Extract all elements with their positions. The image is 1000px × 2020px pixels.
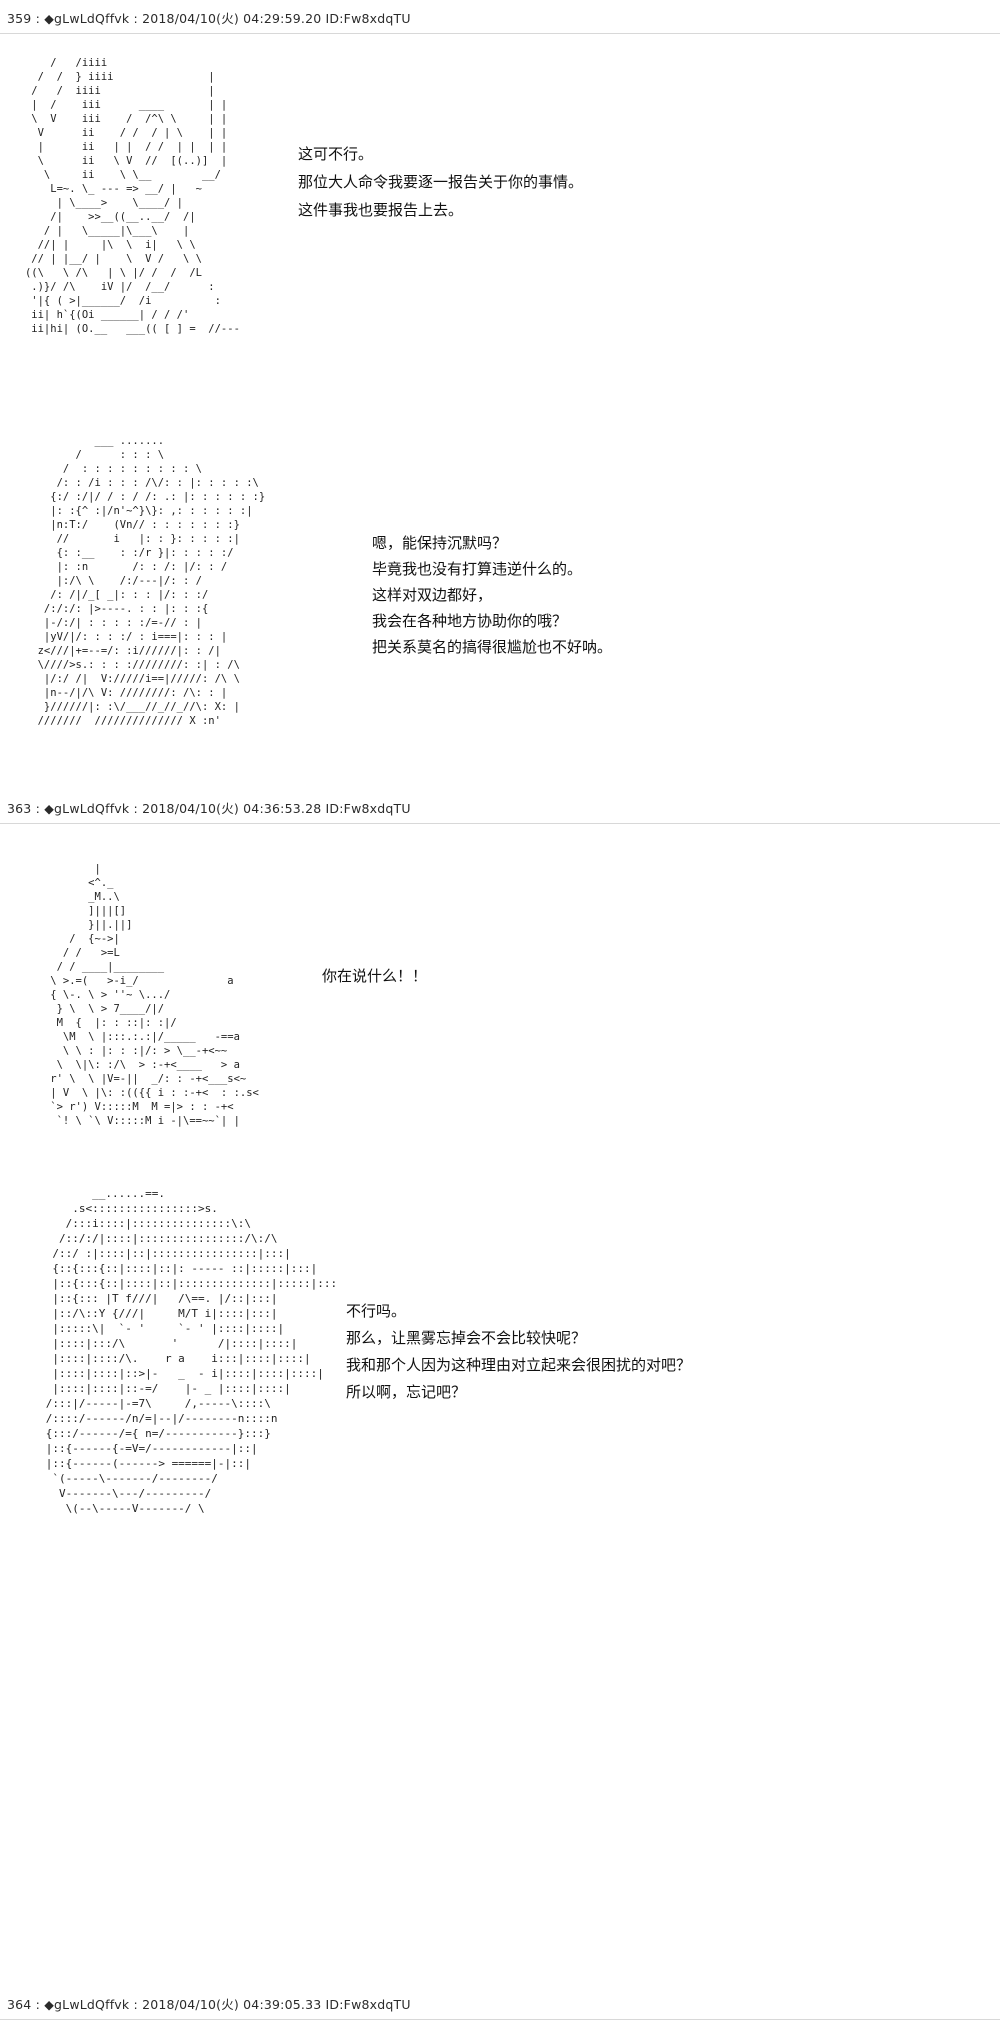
dialogue-line: 我会在各种地方协助你的哦？: [372, 612, 568, 630]
dialogue-line: 毕竟我也没有打算违逆什么的。: [372, 560, 583, 578]
aa-dialogue-block-4: __......==. .s<::::::::::::::::>s. /:::i…: [0, 1186, 1000, 1516]
dialogue-group-4: 不行吗。 那么，让黑雾忘掉会不会比较快呢？ 我和那个人因为这种理由对立起来会很困…: [346, 1186, 691, 1406]
post-header-text: 359 : ◆gLwLdQffvk : 2018/04/10(火) 04:29:…: [7, 11, 411, 26]
post-header: 363 : ◆gLwLdQffvk : 2018/04/10(火) 04:36:…: [0, 790, 1000, 824]
dialogue-line: 不行吗。: [346, 1302, 407, 1320]
dialogue-line: 那位大人命令我要逐一报告关于你的事情。: [298, 173, 584, 191]
aa-dialogue-block-3: | <^._ _M..\ ]|||[] }||.||] / {~->| / / …: [0, 862, 1000, 1128]
post-header: 364 : ◆gLwLdQffvk : 2018/04/10(火) 04:39:…: [0, 1986, 1000, 2020]
dialogue-line: 那么，让黑雾忘掉会不会比较快呢？: [346, 1329, 587, 1347]
post-header-text: 364 : ◆gLwLdQffvk : 2018/04/10(火) 04:39:…: [7, 1997, 411, 2012]
aa-dialogue-block-2: ___ ....... / : : : \ / : : : : : : : : …: [0, 434, 1000, 742]
ascii-art-character-2: ___ ....... / : : : \ / : : : : : : : : …: [37, 435, 266, 727]
aa-dialogue-block-1: / /iiii / / } iiii | / / iiii | | / iii …: [0, 56, 1000, 350]
dialogue-line: 把关系莫名的搞得很尴尬也不好呐。: [372, 638, 613, 656]
post-header: 359 : ◆gLwLdQffvk : 2018/04/10(火) 04:29:…: [0, 0, 1000, 34]
post-364-partial: 364 : ◆gLwLdQffvk : 2018/04/10(火) 04:39:…: [0, 1986, 1000, 2020]
dialogue-group-2: 嗯，能保持沉默吗？ 毕竟我也没有打算违逆什么的。 这样对双边都好， 我会在各种地…: [372, 434, 612, 660]
dialogue-group-1: 这可不行。 那位大人命令我要逐一报告关于你的事情。 这件事我也要报告上去。: [298, 56, 583, 224]
ascii-art-character-1: / /iiii / / } iiii | / / iiii | | / iii …: [24, 57, 240, 335]
dialogue-line: 嗯，能保持沉默吗？: [372, 534, 508, 552]
ascii-art-character-4: __......==. .s<::::::::::::::::>s. /:::i…: [45, 1187, 336, 1515]
ascii-art-character-3: | <^._ _M..\ ]|||[] }||.||] / {~->| / / …: [50, 863, 259, 1127]
post-363: 363 : ◆gLwLdQffvk : 2018/04/10(火) 04:36:…: [0, 790, 1000, 1516]
post-359: 359 : ◆gLwLdQffvk : 2018/04/10(火) 04:29:…: [0, 0, 1000, 742]
dialogue-line: 我和那个人因为这种理由对立起来会很困扰的对吧？: [346, 1356, 692, 1374]
dialogue-line: 你在说什么！！: [322, 967, 428, 985]
dialogue-line: 这件事我也要报告上去。: [298, 201, 464, 219]
dialogue-line: 这样对双边都好，: [372, 586, 493, 604]
dialogue-line: 这可不行。: [298, 145, 374, 163]
dialogue-line: 所以啊，忘记吧？: [346, 1383, 467, 1401]
dialogue-group-3: 你在说什么！！: [322, 862, 427, 990]
post-header-text: 363 : ◆gLwLdQffvk : 2018/04/10(火) 04:36:…: [7, 801, 411, 816]
